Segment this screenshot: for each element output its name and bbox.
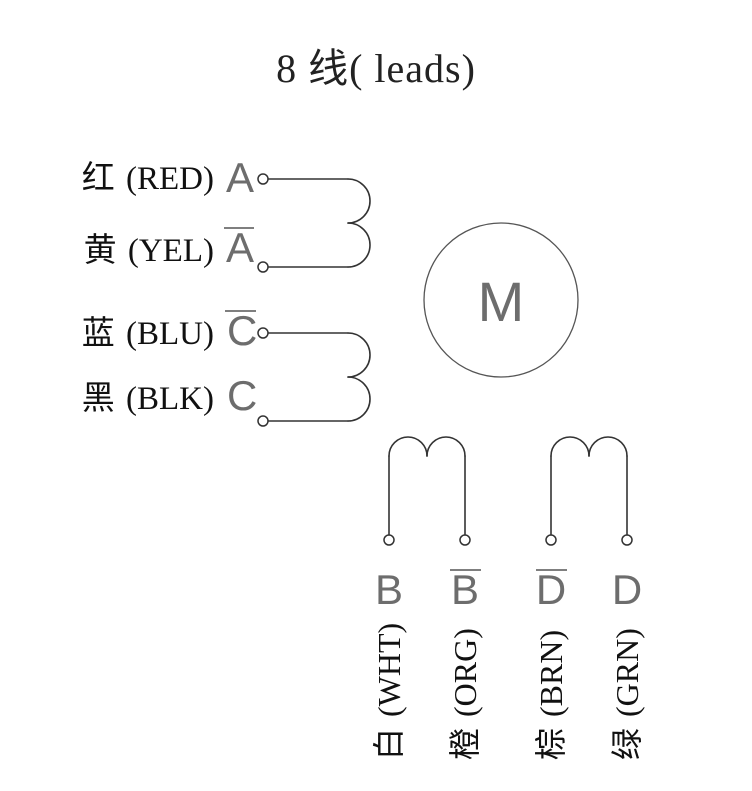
bottom-color-en-brown: (BRN)	[533, 630, 569, 717]
phase-letter-c-bar: C	[227, 307, 257, 354]
phase-letter-b: B	[375, 566, 403, 613]
bottom-color-en-orange: (ORG)	[447, 628, 483, 717]
lead-color-en-red: (RED)	[126, 161, 214, 197]
coil-arc-a-lower	[347, 222, 371, 268]
coil-arc-b-right	[426, 436, 466, 457]
lead-color-en-yellow: (YEL)	[128, 233, 214, 269]
lead-color-cn-blue: 蓝	[82, 315, 115, 352]
lead-color-cn-red: 红	[82, 160, 115, 197]
phase-letter-c: C	[227, 372, 257, 419]
bottom-color-en-white: (WHT)	[371, 623, 407, 717]
bottom-color-en-green: (GRN)	[609, 628, 645, 717]
vertical-label-brown-group: 棕 (BRN)	[533, 630, 569, 760]
coil-arc-c-lower	[347, 376, 371, 422]
phase-letter-a: A	[226, 154, 254, 201]
vertical-label-brown: 棕 (BRN)	[533, 630, 569, 760]
coil-arc-b-left	[388, 436, 428, 457]
phase-letter-d: D	[612, 566, 642, 613]
page-title: 8 线( leads)	[276, 46, 476, 91]
vertical-label-white-group: 白 (WHT)	[371, 623, 407, 760]
bottom-color-cn-brown: 棕	[533, 728, 569, 760]
motor-body-circle	[423, 222, 579, 378]
terminal-red	[257, 173, 269, 185]
coil-arc-a-upper	[347, 178, 371, 224]
coil-arc-c-upper	[347, 332, 371, 378]
terminal-green	[621, 534, 633, 546]
vertical-label-green: 绿 (GRN)	[609, 628, 645, 760]
vertical-label-green-group: 绿 (GRN)	[609, 628, 645, 760]
lead-label-blue: 蓝 (BLU)	[82, 315, 214, 352]
vertical-label-orange: 橙 (ORG)	[447, 628, 483, 760]
phase-letter-a-bar: A	[226, 224, 254, 271]
lead-label-red: 红 (RED)	[82, 160, 214, 197]
lead-color-cn-yellow: 黄	[84, 232, 117, 269]
terminal-black	[257, 415, 269, 427]
bottom-color-cn-green: 绿	[609, 728, 645, 760]
terminal-white	[383, 534, 395, 546]
lead-label-yellow: 黄 (YEL)	[84, 232, 214, 269]
bottom-color-cn-white: 白	[371, 728, 407, 760]
coil-arc-d-right	[588, 436, 628, 457]
bottom-color-cn-orange: 橙	[447, 728, 483, 760]
vertical-label-orange-group: 橙 (ORG)	[447, 628, 483, 760]
vertical-label-white: 白 (WHT)	[371, 623, 407, 760]
phase-letter-b-bar: B	[451, 566, 479, 613]
terminal-brown	[545, 534, 557, 546]
terminal-blue	[257, 327, 269, 339]
lead-color-cn-black: 黑	[82, 381, 115, 417]
lead-color-en-blue: (BLU)	[126, 316, 214, 352]
lead-label-black: 黑 (BLK)	[82, 381, 214, 417]
terminal-yellow	[257, 261, 269, 273]
motor-symbol-letter: M	[478, 270, 525, 333]
lead-color-en-black: (BLK)	[126, 381, 214, 417]
coil-arc-d-left	[550, 436, 590, 457]
phase-letter-d-bar: D	[536, 566, 566, 613]
terminal-orange	[459, 534, 471, 546]
